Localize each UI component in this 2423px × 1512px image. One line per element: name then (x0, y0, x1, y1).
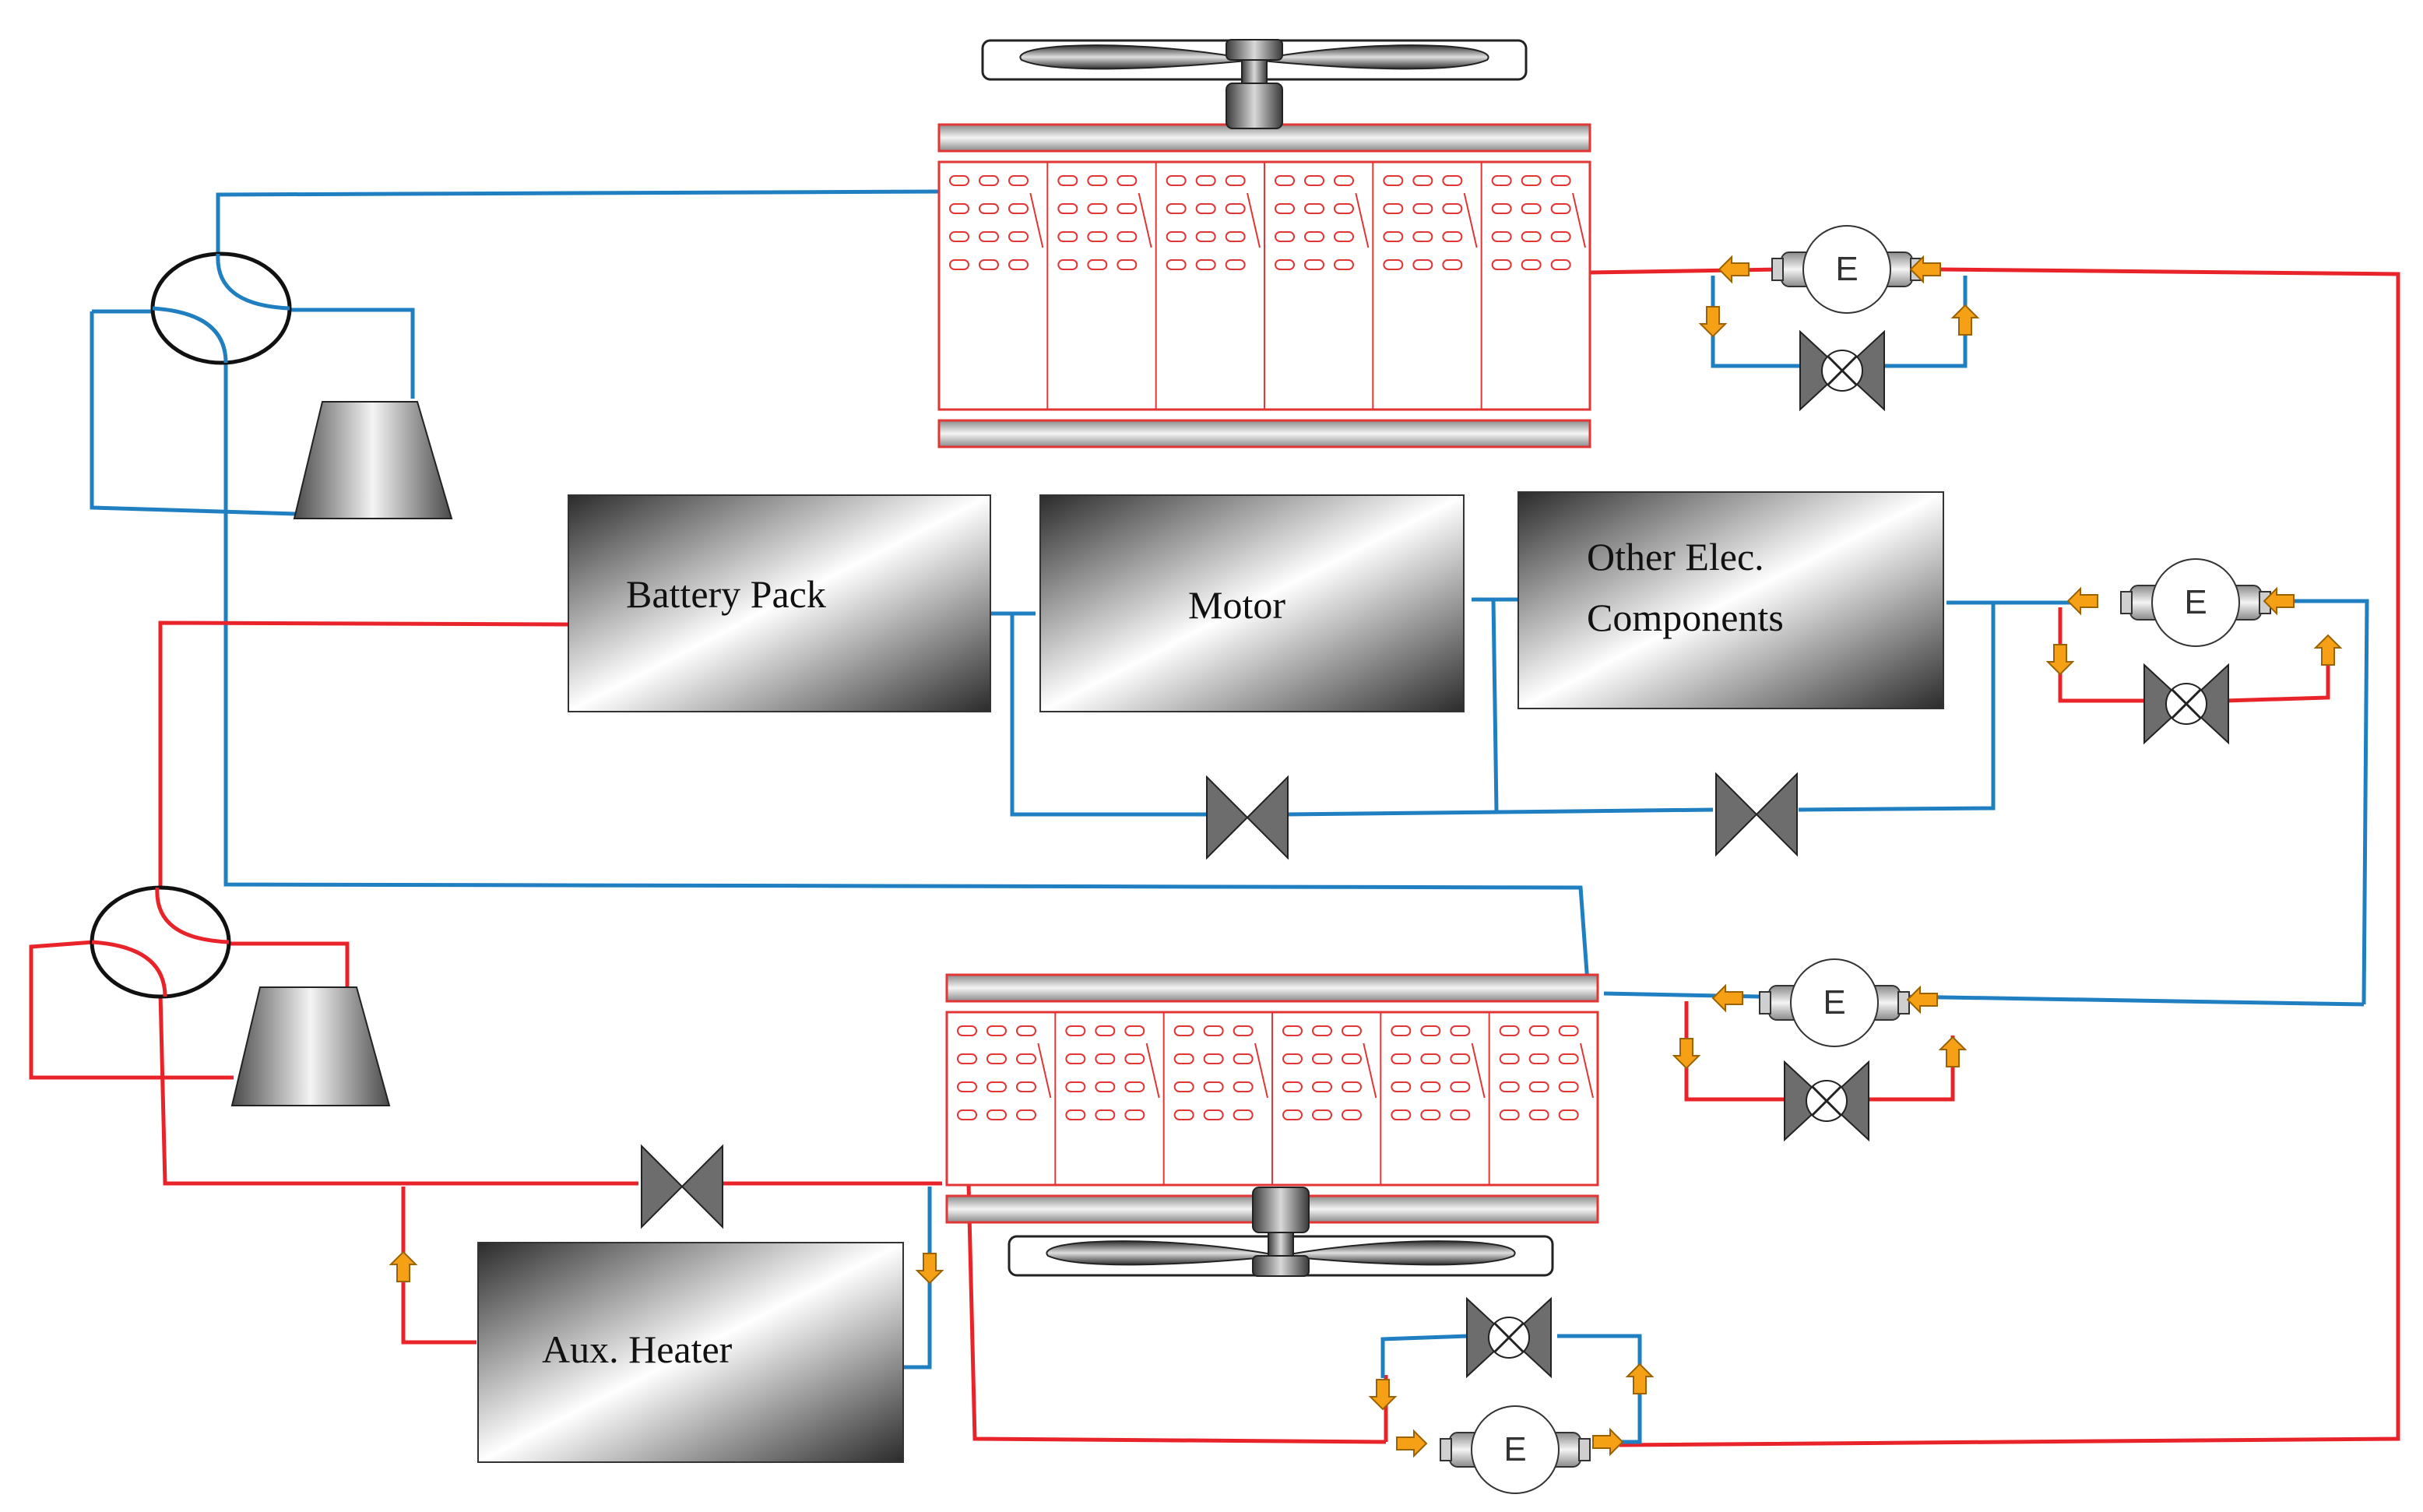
pipe-bypass-lower-right (1557, 1334, 1642, 1444)
bypass-valve-lower (1466, 1296, 1552, 1379)
pipe-bottom-right (1899, 994, 2365, 1007)
flow-arrow-10 (1906, 985, 1938, 1014)
bypass-valve-bottom (1784, 1060, 1869, 1142)
motor-label: Motor (1188, 583, 1285, 627)
fan-bottom (1008, 1187, 1554, 1277)
heat-exchanger-top (937, 123, 1591, 448)
four-way-valve-top (150, 251, 292, 365)
flow-arrow-15 (1368, 1379, 1398, 1411)
flow-arrow-13 (389, 1250, 418, 1282)
pipe-valve2-down (158, 993, 638, 1186)
compressor-top (293, 401, 453, 519)
pipe-valve-to-compressor-top (90, 311, 297, 516)
pipe-bypass-bottom-right (1869, 1036, 1955, 1102)
shutoff-valve-heater-right (680, 1144, 723, 1229)
aux-heater-box (477, 1242, 904, 1463)
pipe-top-hx-out (1589, 267, 1784, 275)
flow-arrow-1 (1718, 255, 1750, 284)
pipe-motor-bypass-mid (1284, 807, 1714, 817)
shutoff-valve-motor-left (1206, 775, 1249, 860)
flow-arrow-18 (1592, 1427, 1624, 1457)
bypass-valve-top (1799, 329, 1885, 412)
flow-arrow-4 (1950, 304, 1980, 336)
shutoff-valve-motor-right (1246, 775, 1289, 860)
flow-arrow-9 (1711, 983, 1743, 1013)
pipe-other-bypass-right (1798, 603, 1996, 812)
motor-box (1039, 494, 1465, 712)
battery-pack-box (568, 494, 991, 712)
expansion-valve-2-label: E (2184, 583, 2207, 621)
pipe-other-bypass-down (1491, 599, 1499, 812)
pipe-valve2-to-compressor (226, 941, 350, 990)
pipe-valve-to-compressor-out (290, 308, 415, 399)
pipe-bypass-mid-right (2224, 638, 2330, 703)
pipe-heater-in (401, 1187, 477, 1345)
pipe-bypass-mid-left (2058, 607, 2146, 703)
shutoff-valve-other-left (1715, 772, 1758, 857)
flow-arrow-7 (2045, 644, 2075, 676)
pipe-valve2-left (29, 940, 234, 1080)
pipe-battery-red (158, 621, 569, 939)
pipe-bottom-loop (966, 1183, 1387, 1444)
flow-arrow-17 (1396, 1429, 1428, 1458)
flow-arrow-5 (2066, 586, 2098, 616)
pipe-top-right-loop (1619, 267, 2400, 1447)
pipe-bypass-bottom-left (1684, 1001, 1785, 1102)
expansion-valve-mid (2120, 558, 2271, 647)
shutoff-valve-heater-left (641, 1144, 684, 1229)
flow-arrow-2 (1909, 255, 1941, 284)
flow-arrow-12 (1938, 1036, 1968, 1067)
pipe-bypass-top-left (1711, 276, 1806, 368)
pipe-bypass-top-right (1876, 276, 1968, 368)
other-components-label-line1: Other Elec. (1587, 535, 1764, 578)
shutoff-valve-other-right (1755, 772, 1798, 857)
heat-exchanger-bottom (945, 973, 1599, 1224)
expansion-valve-lower (1440, 1405, 1591, 1494)
bypass-valve-mid (2143, 663, 2229, 745)
flow-arrow-3 (1698, 306, 1728, 338)
pipe-mid-right-loop (2289, 599, 2369, 1005)
flow-arrow-6 (2263, 586, 2295, 616)
flow-arrow-11 (1672, 1038, 1701, 1070)
flow-arrow-8 (2313, 634, 2343, 666)
pipe-motor-bypass-left (1010, 614, 1215, 817)
compressor-bottom (230, 986, 391, 1106)
flow-arrow-14 (915, 1253, 944, 1285)
other-components-label-line2: Components (1587, 596, 1784, 639)
expansion-valve-4-label: E (1503, 1430, 1527, 1468)
expansion-valve-1-label: E (1835, 250, 1859, 288)
fan-top (981, 39, 1528, 129)
pipe-top-hx-to-valve (216, 189, 943, 257)
expansion-valve-bottom (1759, 958, 1910, 1047)
expansion-valve-3-label: E (1823, 983, 1846, 1021)
pipe-heater-out (902, 1187, 932, 1370)
flow-arrow-16 (1625, 1363, 1655, 1394)
four-way-valve-bottom (90, 885, 231, 999)
battery-pack-label: Battery Pack (626, 572, 826, 616)
pipe-bypass-lower-left (1380, 1334, 1469, 1378)
other-components-box (1517, 491, 1944, 709)
aux-heater-label: Aux. Heater (542, 1327, 733, 1371)
